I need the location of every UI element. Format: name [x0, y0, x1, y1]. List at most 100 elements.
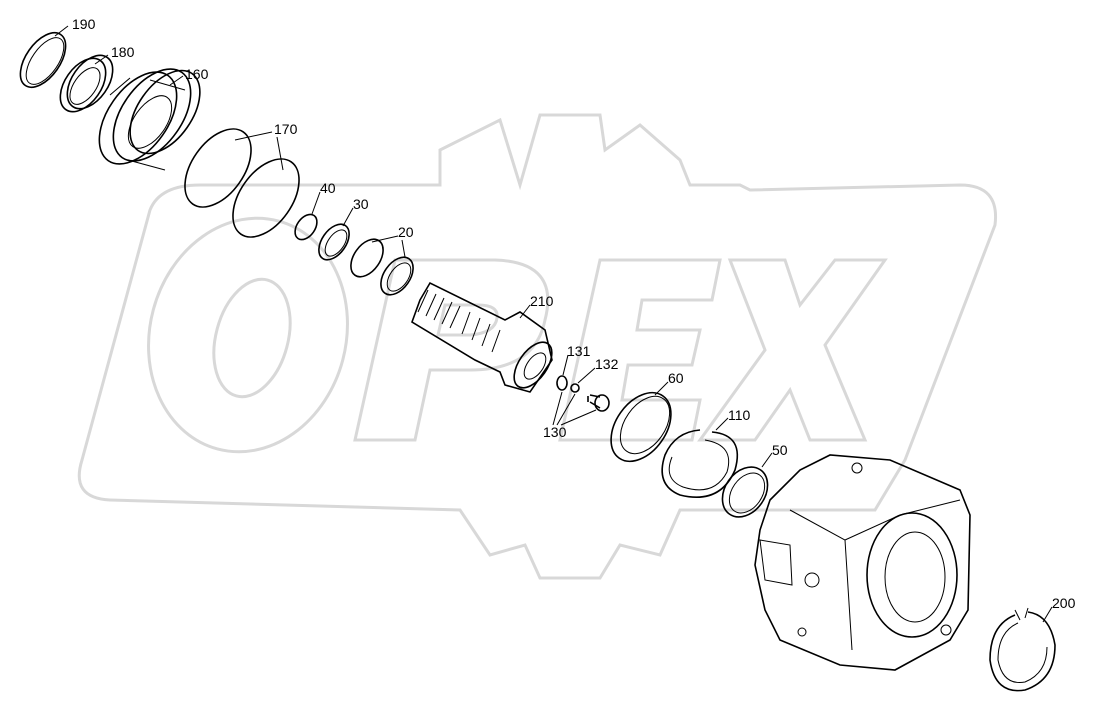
snap-ring-200-inner — [997, 622, 1048, 684]
callout-50: 50 — [772, 442, 788, 458]
part-170-o-rings — [184, 128, 300, 238]
piston-160-mid — [112, 68, 192, 162]
leader-160 — [169, 75, 184, 86]
callout-110: 110 — [728, 407, 751, 423]
shaft-210-splines — [417, 289, 501, 353]
watermark — [77, 113, 998, 580]
leader-190 — [54, 25, 69, 37]
leader-30 — [342, 207, 354, 227]
seal-60-inner — [619, 395, 671, 455]
leader-20b — [401, 239, 406, 258]
housing-bolt-hole-1 — [851, 462, 863, 474]
leader-132 — [577, 367, 596, 384]
leader-60 — [654, 381, 669, 396]
leader-lines — [54, 25, 1053, 623]
callout-60: 60 — [668, 370, 684, 386]
piston-160-bore — [127, 95, 173, 149]
housing-outline — [754, 454, 971, 671]
part-40-ring — [294, 213, 318, 241]
o-ring-170a — [184, 128, 252, 208]
part-30-ring — [318, 223, 350, 261]
ring-20b — [380, 256, 414, 296]
piston-160-back — [129, 69, 201, 155]
leader-130a — [552, 391, 563, 426]
callout-200: 200 — [1052, 595, 1076, 611]
callout-40: 40 — [320, 180, 336, 196]
leader-110 — [715, 417, 729, 431]
part-132-ball — [570, 383, 580, 393]
callout-190: 190 — [72, 16, 96, 32]
callout-20: 20 — [398, 224, 414, 240]
shaft-210-body — [411, 281, 553, 393]
seal-60-outer — [610, 391, 672, 463]
snap-ring-190-outer — [19, 31, 67, 89]
housing-port — [759, 539, 793, 586]
shaft-210-end-bore — [523, 352, 547, 380]
piston-160-front — [98, 71, 178, 165]
shaft-210-end-face — [513, 341, 553, 389]
ring-30-outer — [318, 223, 350, 261]
housing-bore-inner — [884, 531, 946, 623]
leader-200 — [1042, 606, 1053, 623]
callout-labels: 190 180 160 170 40 30 20 210 131 132 130… — [72, 16, 1076, 611]
ring-131 — [556, 375, 568, 391]
leader-50 — [761, 452, 773, 468]
watermark-letter-o-inner — [212, 277, 292, 399]
housing-bolt-hole-4 — [797, 627, 807, 637]
leader-20a — [371, 235, 399, 243]
part-housing — [754, 454, 971, 671]
snap-ring-190-inner — [25, 37, 65, 85]
callout-210: 210 — [530, 293, 554, 309]
bearing-180-inner — [69, 67, 101, 105]
part-110-snap-ring — [661, 429, 739, 499]
callout-180: 180 — [111, 44, 135, 60]
part-131-ball — [556, 375, 568, 391]
part-160-piston — [98, 68, 201, 171]
part-210-shaft — [411, 281, 553, 393]
leader-180 — [94, 54, 109, 65]
housing-bolt-hole-3 — [940, 624, 952, 636]
leader-130b — [556, 393, 576, 426]
watermark-letter-p — [353, 258, 550, 442]
part-50-ring — [721, 466, 769, 518]
watermark-letter-e — [558, 258, 722, 442]
part-190-snap-ring — [19, 31, 67, 89]
snap-ring-110-inner — [668, 439, 730, 491]
watermark-letter-x — [697, 258, 888, 442]
leader-131 — [562, 354, 569, 376]
leader-210 — [519, 304, 531, 319]
o-ring-170b — [232, 158, 300, 238]
ring-50-inner — [728, 472, 766, 514]
ball-132 — [570, 383, 580, 393]
ring-50-outer — [721, 466, 769, 518]
part-130-plug — [587, 394, 610, 412]
callout-131: 131 — [567, 343, 591, 359]
callout-30: 30 — [353, 196, 369, 212]
housing-face-edge — [789, 499, 961, 651]
ring-30-inner — [324, 229, 348, 257]
watermark-letter-o-outer — [147, 216, 349, 454]
housing-bolt-hole-2 — [804, 572, 820, 588]
leader-170a — [234, 131, 273, 141]
callout-160: 160 — [185, 66, 209, 82]
leader-130c — [560, 409, 597, 426]
bearing-180-back — [66, 54, 114, 110]
part-20-rings — [350, 238, 414, 296]
housing-bore-outer — [866, 512, 958, 638]
part-200-snap-ring — [989, 607, 1056, 692]
part-60-seal-ring — [610, 391, 672, 463]
leader-170b — [276, 136, 284, 171]
callout-132: 132 — [595, 356, 619, 372]
leader-40 — [311, 191, 321, 215]
callout-130: 130 — [543, 424, 567, 440]
snap-ring-200-lug — [1014, 607, 1029, 621]
watermark-gear-outline — [77, 113, 998, 580]
snap-ring-110 — [661, 429, 739, 499]
callout-170: 170 — [274, 121, 298, 137]
ring-20b-inner — [386, 262, 412, 292]
plug-130-stem — [587, 394, 601, 409]
watermark-letters — [147, 216, 888, 454]
snap-ring-200 — [989, 611, 1056, 692]
plug-130-head — [594, 394, 610, 412]
